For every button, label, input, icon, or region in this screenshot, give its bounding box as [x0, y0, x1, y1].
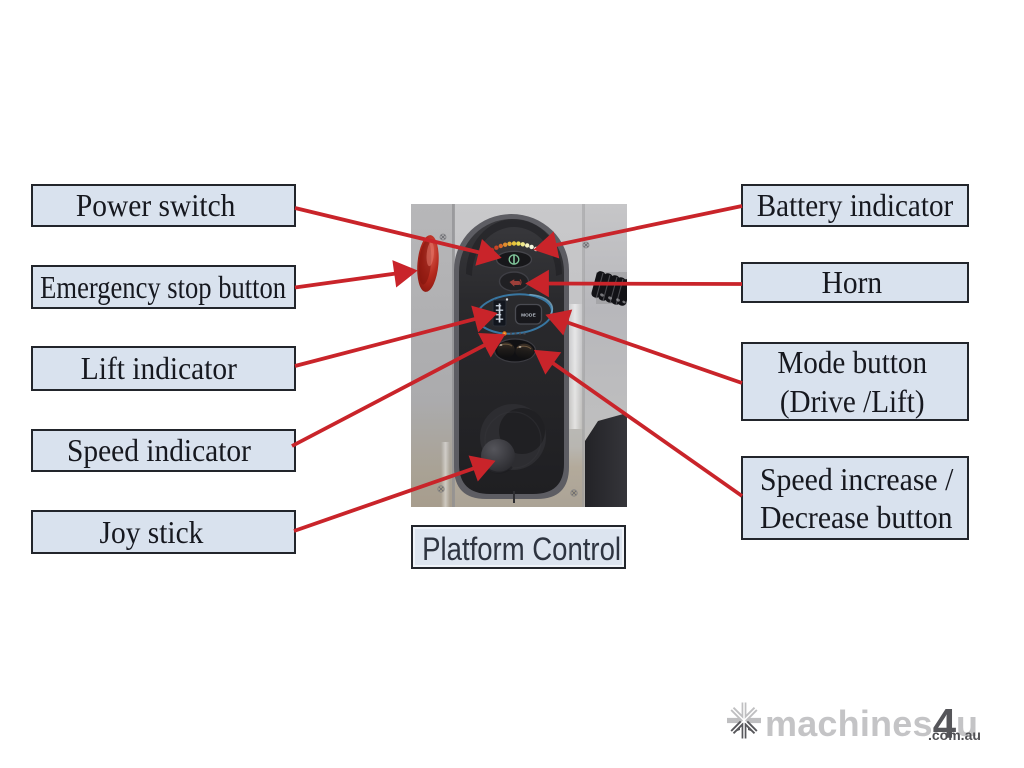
svg-text:MODE: MODE — [521, 312, 536, 317]
